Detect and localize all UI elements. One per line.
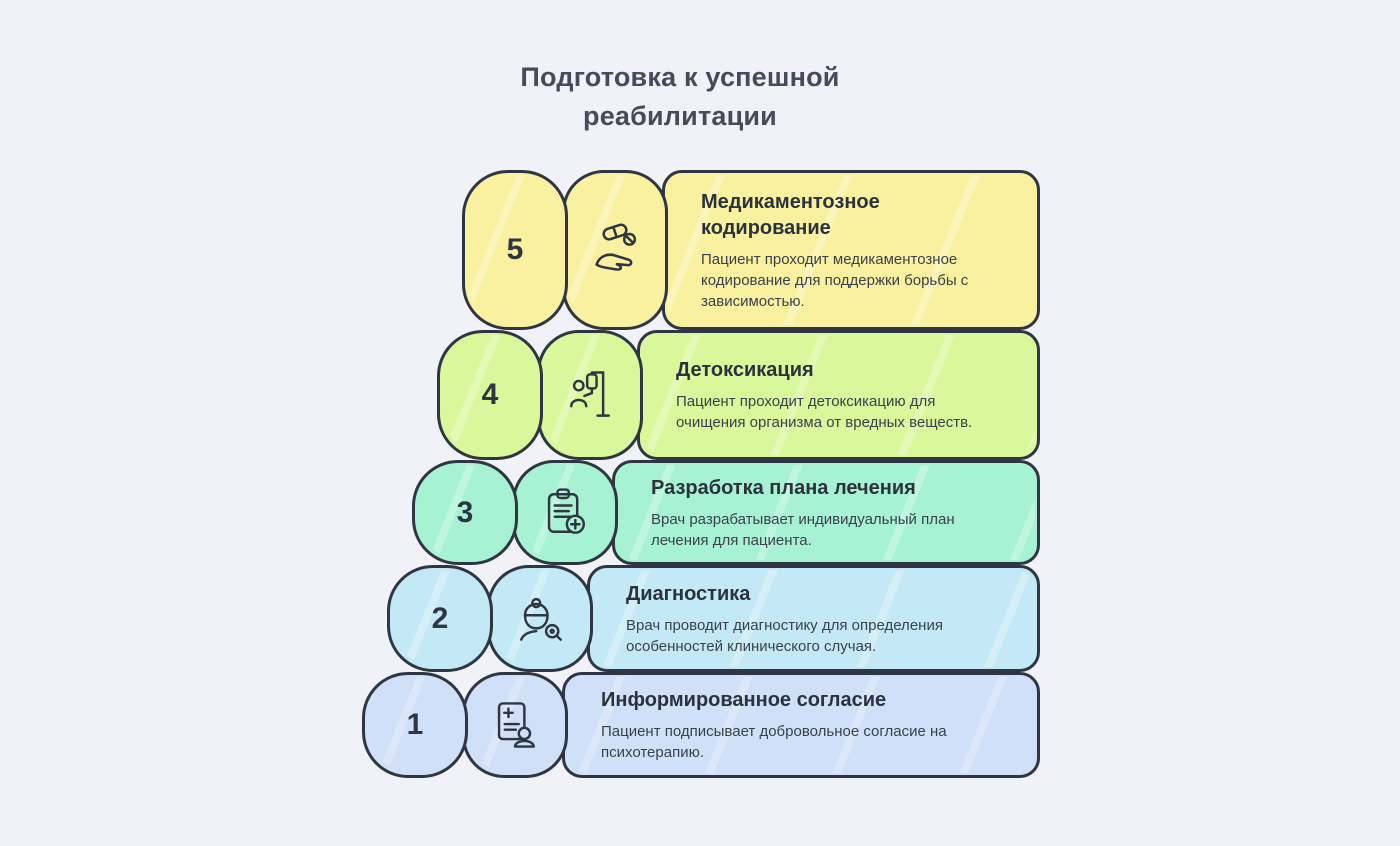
step-description: Пациент проходит медикаментозное кодиров… bbox=[701, 250, 969, 310]
step-panel: Информированное согласие Пациент подписы… bbox=[562, 672, 1040, 778]
step-description: Пациент подписывает добровольное согласи… bbox=[601, 723, 947, 761]
step-panel: Разработка плана лечения Врач разрабатыв… bbox=[612, 460, 1040, 565]
diagnostics-doctor-icon bbox=[520, 597, 562, 641]
step-title: Информированное согласие bbox=[601, 689, 887, 711]
step-number-badge: 2 bbox=[387, 565, 493, 672]
treatment-plan-clipboard-icon bbox=[547, 487, 585, 534]
step-row-4: 4 Детоксикация Пациент проходит детоксик… bbox=[437, 330, 1040, 460]
step-number-badge: 3 bbox=[412, 460, 518, 565]
step-number: 1 bbox=[406, 708, 424, 741]
step-row-5: 5 Медикаментозное кодирование Пациент пр… bbox=[462, 170, 1040, 330]
step-number: 2 bbox=[431, 601, 449, 635]
step-number: 3 bbox=[456, 495, 474, 529]
page-title: Подготовка к успешной реабилитации bbox=[520, 62, 840, 132]
detox-iv-drip-icon bbox=[570, 371, 610, 417]
step-panel: Детоксикация Пациент проходит детоксикац… bbox=[637, 330, 1040, 460]
step-icon-box bbox=[537, 330, 643, 460]
step-number-badge: 4 bbox=[437, 330, 543, 460]
step-icon-box bbox=[562, 170, 668, 330]
step-number-badge: 5 bbox=[462, 170, 568, 330]
step-title: Диагностика bbox=[626, 582, 751, 605]
step-row-1: 1 Информированное согласие Пациент подпи… bbox=[362, 672, 1040, 778]
step-description: Врач разрабатывает индивидуальный план л… bbox=[651, 510, 955, 549]
step-icon-box bbox=[512, 460, 618, 565]
step-panel: Медикаментозное кодирование Пациент прох… bbox=[662, 170, 1040, 330]
step-icon-box bbox=[487, 565, 593, 672]
step-title: Медикаментозное кодирование bbox=[701, 190, 880, 239]
step-row-2: 2 Диагностика Врач проводит диаг bbox=[387, 565, 1040, 672]
step-number-badge: 1 bbox=[362, 672, 468, 778]
step-number: 4 bbox=[481, 378, 499, 411]
step-title: Детоксикация bbox=[676, 359, 814, 381]
step-title: Разработка плана лечения bbox=[651, 476, 916, 499]
step-number: 5 bbox=[506, 233, 524, 266]
step-description: Врач проводит диагностику для определени… bbox=[626, 616, 943, 655]
step-panel: Диагностика Врач проводит диагностику дл… bbox=[587, 565, 1040, 672]
informed-consent-document-icon bbox=[497, 702, 535, 748]
step-icon-box bbox=[462, 672, 568, 778]
step-description: Пациент проходит детоксикацию для очищен… bbox=[676, 393, 973, 431]
medication-coding-icon bbox=[595, 223, 637, 271]
step-row-3: 3 Разработка плана лечения Врач bbox=[412, 460, 1040, 565]
